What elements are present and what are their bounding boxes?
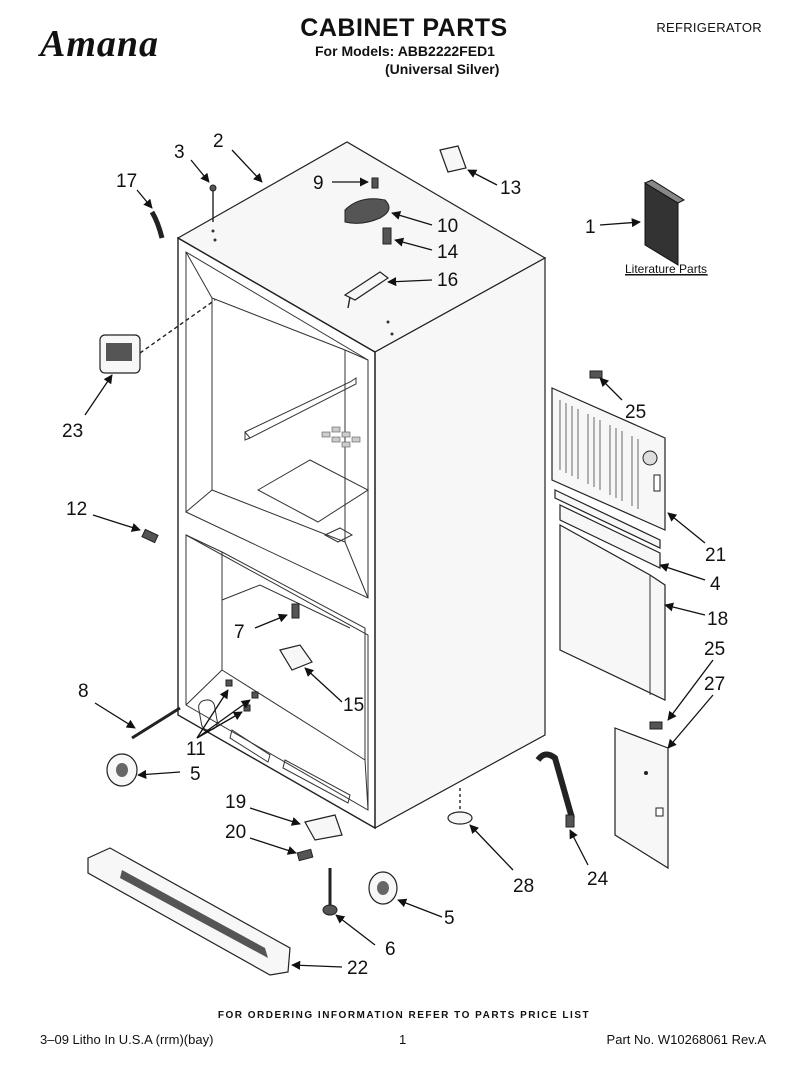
callout: 4 (710, 574, 721, 595)
caster-left (106, 753, 138, 787)
brand-logo: Amana (40, 23, 160, 65)
callout: 8 (78, 681, 89, 702)
literature-parts-label: Literature Parts (625, 262, 707, 276)
callout: 2 (213, 131, 224, 152)
page-title: CABINET PARTS (300, 14, 508, 42)
callout: 13 (500, 178, 521, 199)
callout: 16 (437, 270, 458, 291)
callout: 27 (704, 674, 725, 695)
cabinet-side (374, 256, 546, 830)
variant-line: (Universal Silver) (385, 61, 500, 77)
callout: 6 (385, 939, 396, 960)
callout: 17 (116, 171, 137, 192)
callout: 14 (437, 242, 459, 263)
callout: 24 (587, 869, 609, 890)
callout: 18 (707, 609, 728, 630)
ordering-note: FOR ORDERING INFORMATION REFER TO PARTS … (217, 1010, 591, 1021)
models-line: For Models: ABB2222FED1 (315, 43, 495, 59)
cabinet-front (177, 236, 376, 830)
callout-labels: 3 2 17 9 13 10 14 16 1 23 25 21 4 18 12 … (62, 131, 728, 979)
callout: 20 (225, 822, 246, 843)
parts-drawings (87, 145, 686, 976)
caster-right (368, 871, 398, 905)
callout: 23 (62, 421, 83, 442)
litho-info: 3–09 Litho In U.S.A (rrm)(bay) (40, 1032, 214, 1047)
cabinet-drawing (176, 141, 547, 830)
callout: 3 (174, 142, 185, 163)
callout: 12 (66, 499, 87, 520)
callout: 11 (186, 739, 206, 760)
callout: 25 (625, 402, 646, 423)
part-number: Part No. W10268061 Rev.A (606, 1032, 766, 1047)
model-info: For Models: ABB2222FED1 (Universal Silve… (315, 42, 499, 78)
callout: 22 (347, 958, 368, 979)
callout: 19 (225, 792, 246, 813)
callout: 28 (513, 876, 534, 897)
callout: 25 (704, 639, 725, 660)
callout: 1 (585, 217, 596, 238)
callout: 5 (190, 764, 201, 785)
callout: 15 (343, 695, 364, 716)
category-label: REFRIGERATOR (656, 20, 762, 35)
callout: 9 (313, 173, 324, 194)
callout: 21 (705, 545, 726, 566)
callout: 10 (437, 216, 458, 237)
page-number: 1 (399, 1032, 407, 1047)
callout: 5 (444, 908, 455, 929)
leader-lines (84, 149, 714, 970)
callout: 7 (234, 622, 245, 643)
